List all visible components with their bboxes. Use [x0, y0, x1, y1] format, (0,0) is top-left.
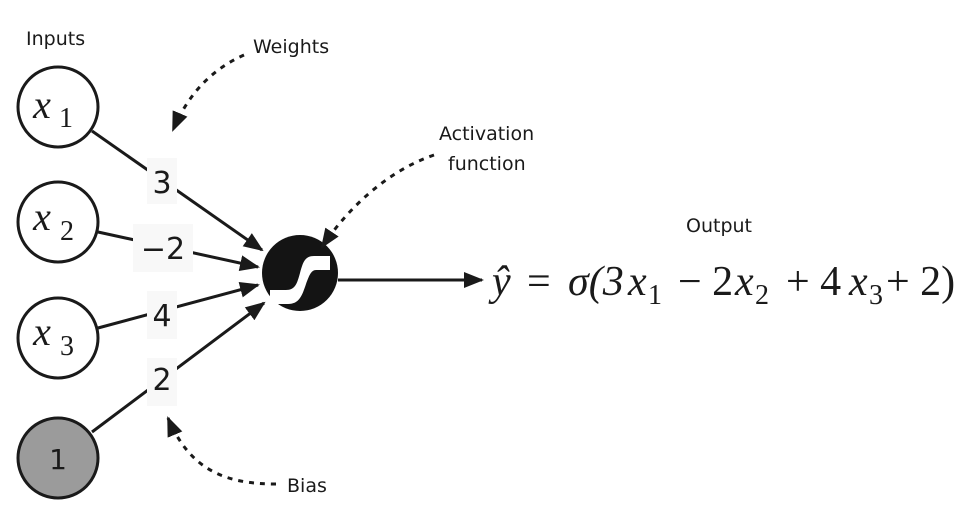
- weight-label-4: 2: [152, 363, 171, 398]
- bias-value: 1: [49, 443, 67, 476]
- output-equation: ŷ = σ(3 x 1 − 2 x 2 + 4 x 3 + 2): [488, 259, 955, 311]
- weights-pointer-arrow: [171, 53, 245, 132]
- weights-label: Weights: [253, 36, 329, 58]
- svg-text:ŷ = σ(3: ŷ = σ(3: [488, 259, 624, 305]
- eq-x2-sub: 2: [755, 280, 769, 311]
- eq-x1: x: [627, 259, 647, 305]
- weight-label-2: −2: [141, 232, 185, 267]
- eq-yhat: ŷ: [488, 259, 511, 305]
- bias-label: Bias: [287, 475, 327, 497]
- activation-neuron: [262, 235, 338, 311]
- edge-bias: [91, 301, 266, 434]
- eq-equals: =: [527, 259, 551, 305]
- weight-label-1: 3: [152, 166, 171, 201]
- bias-node: 1: [16, 416, 100, 500]
- eq-op1: − 2: [678, 259, 733, 305]
- eq-tail: + 2): [886, 259, 955, 305]
- svg-text:x: x: [627, 259, 647, 305]
- input-var: x: [32, 309, 51, 354]
- eq-x3: x: [848, 259, 868, 305]
- weight-box-1: [147, 158, 177, 204]
- inputs-label: Inputs: [26, 28, 85, 50]
- bias-pointer-arrow: [166, 416, 277, 486]
- input-var: x: [32, 194, 51, 239]
- activation-label-line2: function: [448, 153, 526, 175]
- eq-op2: + 4: [786, 259, 841, 305]
- input-sub: 2: [60, 216, 74, 247]
- weight-box-3: [147, 291, 177, 339]
- input-sub: 3: [60, 331, 74, 362]
- activation-label-line1: Activation: [439, 123, 534, 145]
- input-node-x3: x 3: [16, 296, 100, 380]
- output-label: Output: [686, 215, 752, 237]
- weight-label-3: 4: [152, 299, 171, 334]
- input-node-x2: x 2: [16, 180, 100, 264]
- activation-pointer-arrow: [320, 153, 435, 249]
- eq-x1-sub: 1: [648, 280, 662, 311]
- input-node-x1: x 1: [16, 65, 100, 149]
- eq-sigma: σ(3: [568, 259, 624, 305]
- input-var: x: [32, 82, 51, 127]
- weight-box-4: [147, 358, 177, 406]
- weight-box-2: [133, 224, 193, 272]
- edge-x3: [97, 281, 260, 330]
- eq-x2: x: [734, 259, 754, 305]
- input-sub: 1: [59, 103, 73, 134]
- sigmoid-icon: [270, 256, 330, 304]
- eq-x3-sub: 3: [869, 280, 883, 311]
